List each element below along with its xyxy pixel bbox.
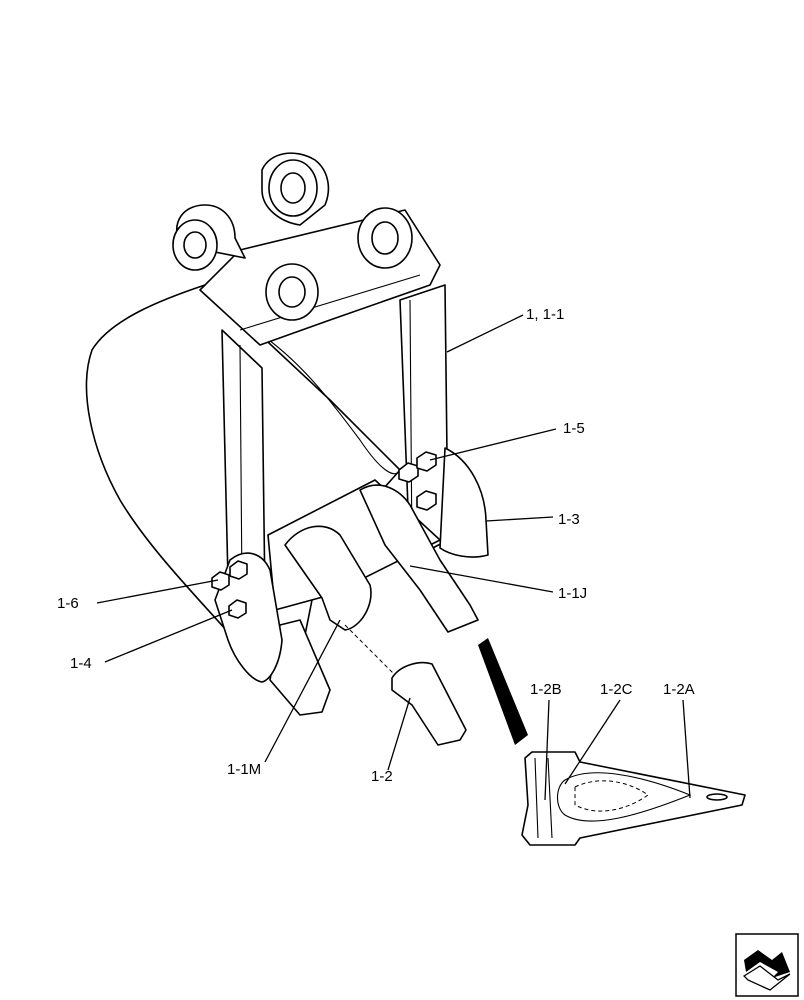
callout-label: 1-2C bbox=[600, 681, 633, 698]
callout-label: 1-1J bbox=[558, 585, 587, 602]
callout-label: 1-1M bbox=[227, 761, 261, 778]
tooth-adapters bbox=[269, 484, 479, 716]
callout-label: 1-5 bbox=[563, 420, 585, 437]
hex-bolts bbox=[211, 451, 437, 619]
callout-label: 1-2B bbox=[530, 681, 562, 698]
tooth-assembly-line bbox=[344, 624, 396, 676]
callout-label: 1-3 bbox=[558, 511, 580, 528]
pin-bosses bbox=[172, 152, 413, 321]
callout-label: 1-4 bbox=[70, 655, 92, 672]
callout-label: 1-2 bbox=[371, 768, 393, 785]
tooth-detail bbox=[521, 751, 746, 846]
side-cutter bbox=[439, 447, 489, 558]
next-page-arrow-icon[interactable] bbox=[735, 933, 799, 997]
detail-pointer bbox=[478, 638, 528, 745]
callout-label: 1-6 bbox=[57, 595, 79, 612]
callout-label: 1-2A bbox=[663, 681, 695, 698]
leader-lines bbox=[96, 314, 691, 801]
left-side-plate bbox=[221, 329, 266, 601]
tooth-point bbox=[391, 661, 467, 746]
left-corner-plate bbox=[214, 552, 283, 683]
callout-label: 1, 1-1 bbox=[526, 306, 564, 323]
